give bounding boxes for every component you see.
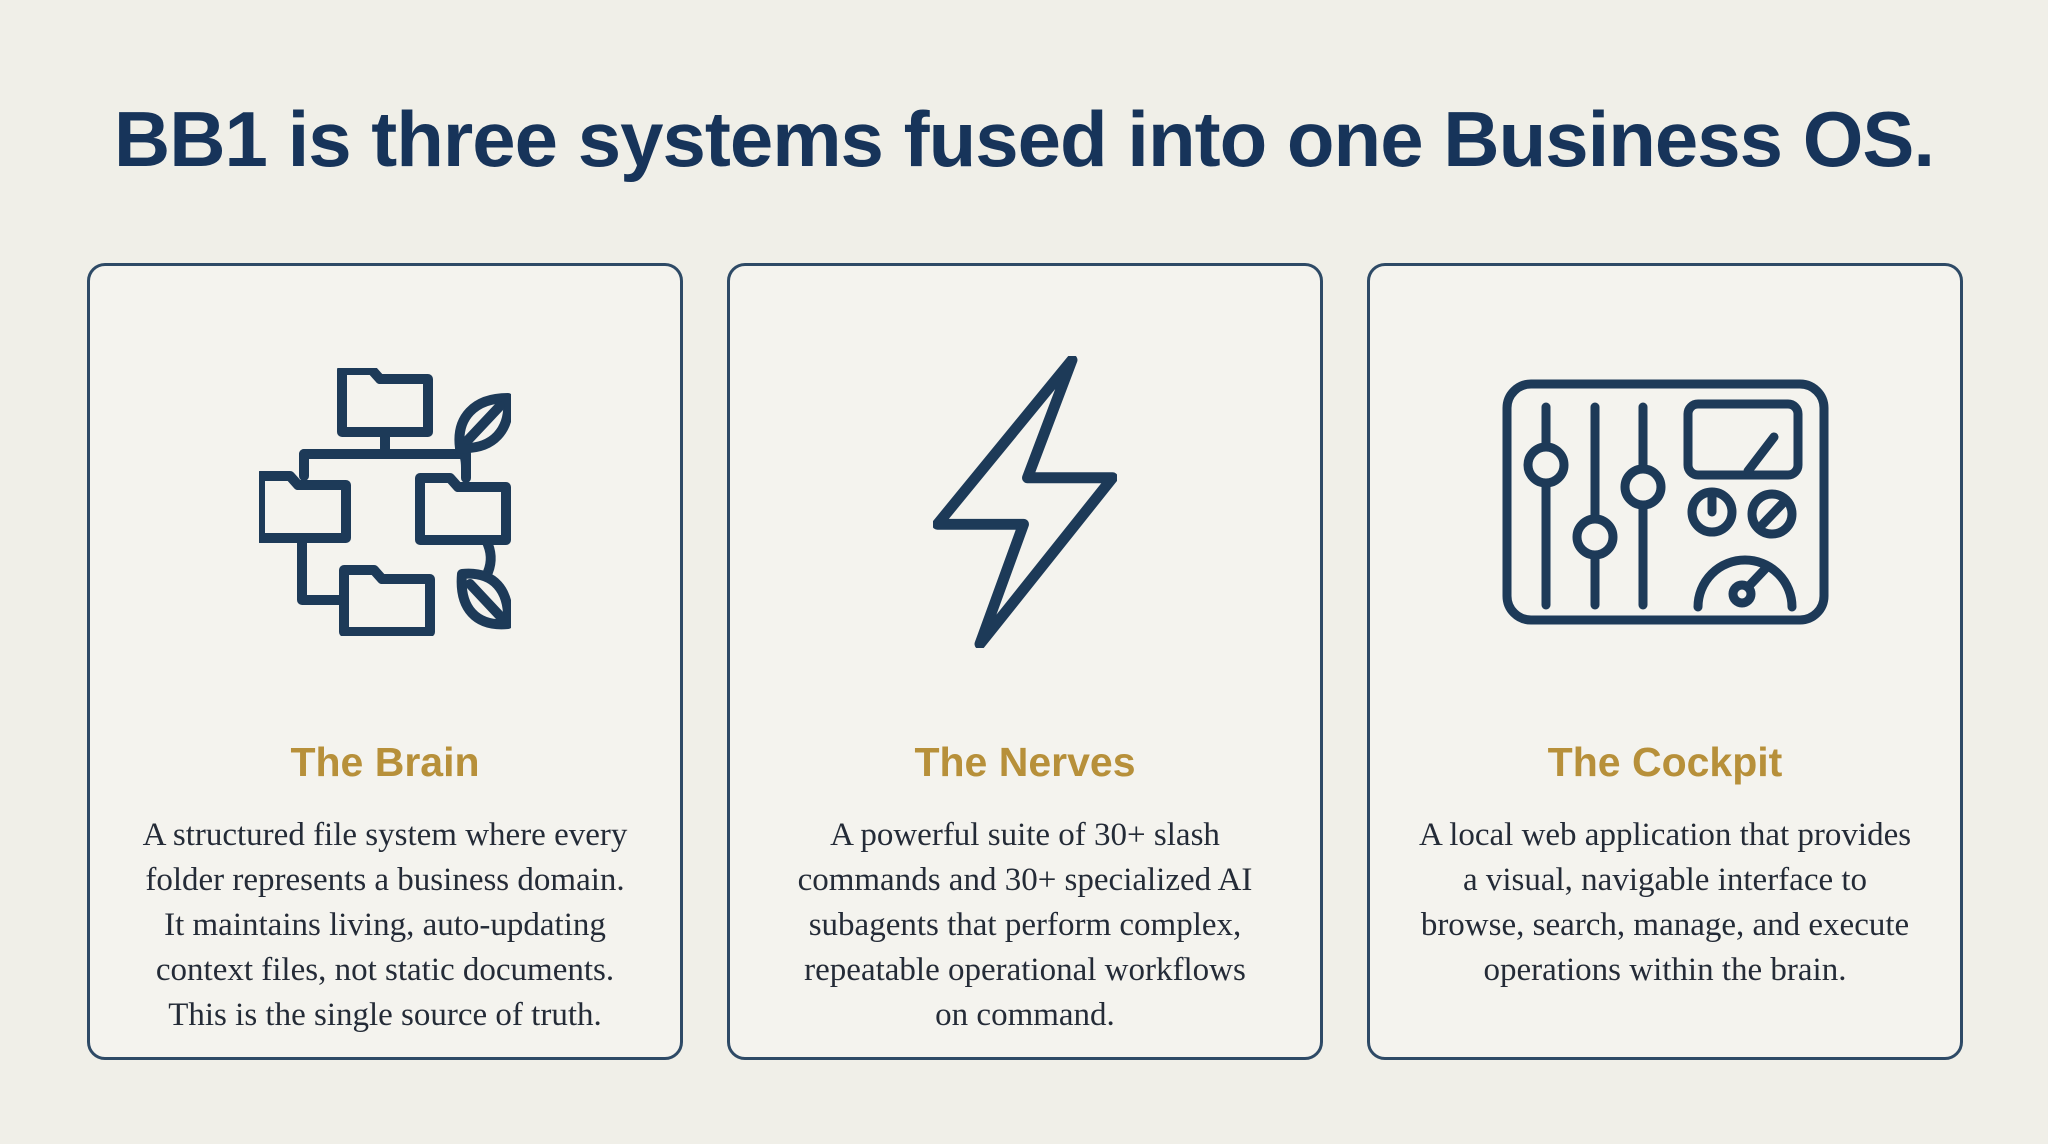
control-panel-icon	[1502, 379, 1828, 625]
card-nerves: The Nerves A powerful suite of 30+ slash…	[727, 263, 1323, 1060]
lightning-bolt-icon	[933, 356, 1117, 648]
page-title: BB1 is three systems fused into one Busi…	[113, 95, 1935, 183]
card-cockpit: The Cockpit A local web application that…	[1367, 263, 1963, 1060]
card-nerves-icon-area	[730, 354, 1320, 650]
card-brain-title: The Brain	[290, 739, 480, 785]
card-brain: The Brain A structured file system where…	[87, 263, 683, 1060]
card-cockpit-description: A local web application that provides a …	[1418, 817, 1912, 988]
card-brain-icon-area	[90, 354, 680, 650]
cards-row: The Brain A structured file system where…	[87, 263, 1963, 1060]
card-cockpit-icon-area	[1370, 354, 1960, 650]
card-nerves-title: The Nerves	[914, 739, 1136, 785]
card-brain-description: A structured file system where every fol…	[142, 817, 628, 1033]
card-cockpit-title: The Cockpit	[1547, 739, 1783, 785]
folder-tree-icon	[259, 368, 511, 636]
card-nerves-description: A powerful suite of 30+ slash commands a…	[797, 817, 1253, 1033]
